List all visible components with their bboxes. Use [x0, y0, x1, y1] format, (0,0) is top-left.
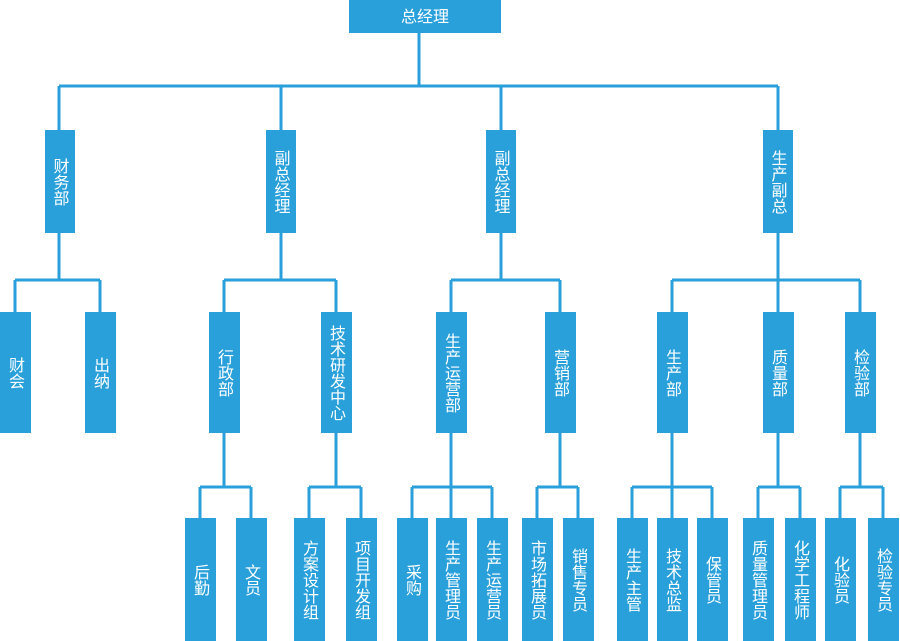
node-cashier: 出纳 — [85, 312, 116, 433]
node-market-developer: 市场拓展员 — [522, 518, 553, 641]
node-operations-staff: 生产运营员 — [477, 518, 508, 641]
node-quality: 质量部 — [763, 312, 794, 433]
node-dev-group: 项目开发组 — [346, 518, 377, 641]
node-label: 检验专员 — [874, 547, 893, 612]
node-design-group: 方案设计组 — [294, 518, 325, 641]
node-chemical-engineer: 化学工程师 — [785, 518, 816, 641]
node-label: 后勤 — [191, 563, 210, 596]
node-production-admin: 生产管理员 — [436, 518, 467, 641]
node-label: 总经理 — [400, 7, 449, 26]
node-label: 采购 — [403, 563, 422, 596]
node-label: 销售专员 — [569, 547, 588, 612]
node-label: 质量管理员 — [749, 539, 768, 620]
node-sales-specialist: 销售专员 — [563, 518, 594, 641]
node-label: 化学工程师 — [791, 539, 810, 620]
node-inspection: 检验部 — [845, 312, 876, 433]
node-label: 市场拓展员 — [528, 539, 547, 620]
node-label: 生产管理员 — [442, 539, 461, 620]
node-operations: 生产运营部 — [436, 312, 467, 433]
node-label: 财务部 — [50, 157, 70, 206]
node-label: 方案设计组 — [300, 539, 319, 620]
node-quality-admin: 质量管理员 — [743, 518, 774, 641]
node-label: 技术研发中心 — [327, 324, 346, 421]
node-label: 出纳 — [91, 356, 110, 389]
node-storekeeper: 保管员 — [697, 518, 728, 641]
node-vp-1: 副总经理 — [266, 130, 296, 233]
node-production-vp: 生产副总 — [763, 130, 793, 233]
node-logistics: 后勤 — [185, 518, 216, 641]
node-label: 副总经理 — [491, 149, 511, 214]
node-label: 生产副总 — [768, 149, 788, 214]
node-label: 生产运营部 — [442, 332, 461, 413]
node-label: 保管员 — [703, 555, 722, 604]
node-purchasing: 采购 — [397, 518, 428, 641]
node-label: 生产部 — [663, 348, 682, 397]
node-label: 文员 — [242, 563, 261, 596]
node-sales: 营销部 — [545, 312, 576, 433]
node-label: 生产运营员 — [483, 539, 502, 620]
node-label: 营销部 — [551, 348, 570, 397]
node-label: 项目开发组 — [352, 539, 371, 620]
node-rnd-center: 技术研发中心 — [321, 312, 352, 433]
node-general-manager: 总经理 — [349, 0, 501, 33]
node-clerk: 文员 — [236, 518, 267, 641]
node-label: 副总经理 — [271, 149, 291, 214]
node-label: 财会 — [6, 356, 25, 389]
node-vp-2: 副总经理 — [486, 130, 516, 233]
node-label: 技术总监 — [663, 547, 682, 612]
node-label: 质量部 — [769, 348, 788, 397]
node-inspection-specialist: 检验专员 — [868, 518, 899, 641]
node-production-supervisor: 生产主管 — [617, 518, 648, 641]
node-label: 检验部 — [851, 348, 870, 397]
node-label: 行政部 — [215, 348, 234, 397]
node-label: 化验员 — [831, 555, 850, 604]
node-production: 生产部 — [657, 312, 688, 433]
node-label: 生产主管 — [623, 547, 642, 612]
node-technical-director: 技术总监 — [657, 518, 688, 641]
node-accounting: 财会 — [0, 312, 31, 433]
node-admin: 行政部 — [209, 312, 240, 433]
node-lab-tester: 化验员 — [825, 518, 856, 641]
node-finance: 财务部 — [45, 130, 75, 233]
